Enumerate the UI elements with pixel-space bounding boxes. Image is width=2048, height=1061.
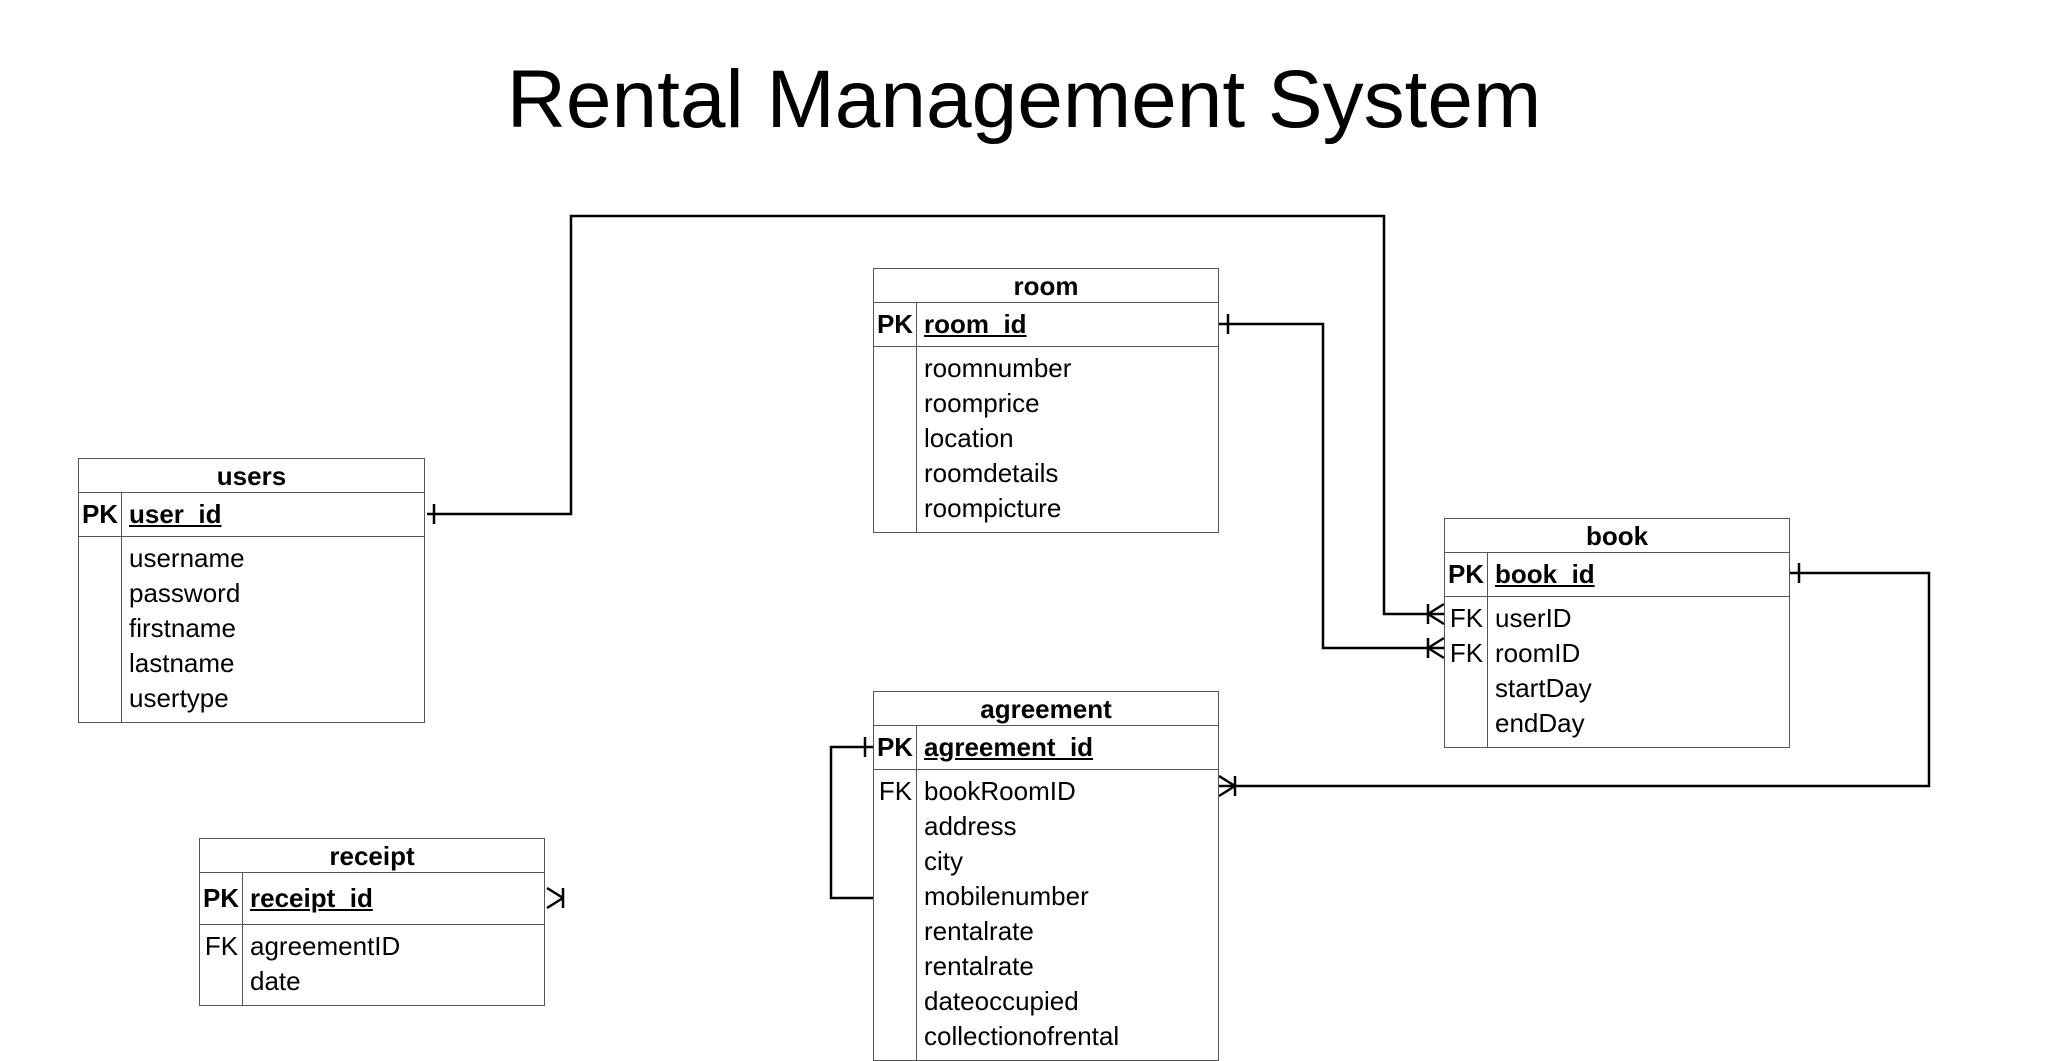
attribute-row: location [874, 421, 1218, 456]
rel-room-book [1219, 314, 1445, 660]
attribute-name: roomdetails [924, 458, 1059, 488]
attribute-name: usertype [129, 683, 229, 713]
pk-label: PK [1445, 553, 1488, 596]
attribute-row: roomnumber [874, 351, 1218, 386]
attribute-name: userID [1495, 603, 1572, 633]
attribute-name: location [924, 423, 1014, 453]
attribute-row: username [79, 541, 424, 576]
entity-name: agreement [874, 692, 1218, 726]
pk-name: book_id [1495, 559, 1595, 589]
attribute-name: roomprice [924, 388, 1040, 418]
entity-users[interactable]: users PK user_id username password first… [78, 458, 425, 723]
attribute-list: roomnumber roomprice location roomdetail… [874, 347, 1218, 532]
attribute-row: city [874, 844, 1218, 879]
entity-room[interactable]: room PK room_id roomnumber roomprice loc… [873, 268, 1219, 533]
pk-label: PK [79, 493, 122, 536]
attribute-row: firstname [79, 611, 424, 646]
attribute-list: FK userID FK roomID startDay endDay [1445, 597, 1789, 747]
entity-agreement[interactable]: agreement PK agreement_id FK bookRoomID a… [873, 691, 1219, 1061]
key-label: FK [878, 776, 913, 806]
attribute-row: roomprice [874, 386, 1218, 421]
pk-row: PK room_id [874, 303, 1218, 347]
entity-book[interactable]: book PK book_id FK userID FK roomID startD… [1444, 518, 1790, 748]
attribute-name: firstname [129, 613, 236, 643]
attribute-name: rentalrate [924, 916, 1034, 946]
attribute-name: mobilenumber [924, 881, 1089, 911]
attribute-row: roompicture [874, 491, 1218, 526]
attribute-name: lastname [129, 648, 235, 678]
attribute-name: endDay [1495, 708, 1585, 738]
attribute-row: FK userID [1445, 601, 1789, 636]
pk-label: PK [874, 726, 917, 769]
attribute-name: bookRoomID [924, 776, 1076, 806]
pk-label: PK [874, 303, 917, 346]
attribute-row: endDay [1445, 706, 1789, 741]
rel-users-book [427, 214, 1445, 626]
attribute-name: dateoccupied [924, 986, 1079, 1016]
attribute-name: city [924, 846, 963, 876]
entity-name: book [1445, 519, 1789, 553]
attribute-name: collectionofrental [924, 1021, 1120, 1051]
pk-label: PK [200, 873, 243, 924]
attribute-row: lastname [79, 646, 424, 681]
pk-row: PK user_id [79, 493, 424, 537]
attribute-name: roomnumber [924, 353, 1072, 383]
attribute-row: collectionofrental [874, 1019, 1218, 1054]
attribute-list: FK bookRoomID address city mobilenumber r… [874, 770, 1218, 1060]
pk-name: user_id [129, 499, 222, 529]
attribute-row: rentalrate [874, 949, 1218, 984]
entity-name: receipt [200, 839, 544, 873]
rel-book-agreement [1218, 563, 1931, 798]
key-label: FK [1449, 603, 1484, 633]
attribute-row: password [79, 576, 424, 611]
attribute-row: FK agreementID [200, 929, 544, 964]
attribute-row: startDay [1445, 671, 1789, 706]
diagram-title: Rental Management System [506, 54, 1542, 145]
attribute-list: FK agreementID date [200, 925, 544, 1005]
attribute-row: FK roomID [1445, 636, 1789, 671]
attribute-row: date [200, 964, 544, 999]
entity-name: users [79, 459, 424, 493]
attribute-name: address [924, 811, 1017, 841]
pk-name: receipt_id [250, 883, 373, 913]
attribute-row: rentalrate [874, 914, 1218, 949]
attribute-row: roomdetails [874, 456, 1218, 491]
attribute-row: FK bookRoomID [874, 774, 1218, 809]
pk-name: room_id [924, 309, 1027, 339]
entity-name: room [874, 269, 1218, 303]
attribute-name: startDay [1495, 673, 1592, 703]
pk-row: PK receipt_id [200, 873, 544, 925]
attribute-list: username password firstname lastname use… [79, 537, 424, 722]
attribute-name: password [129, 578, 241, 608]
pk-name: agreement_id [924, 732, 1094, 762]
attribute-name: date [250, 966, 301, 996]
attribute-row: address [874, 809, 1218, 844]
attribute-row: mobilenumber [874, 879, 1218, 914]
attribute-name: rentalrate [924, 951, 1034, 981]
attribute-name: agreementID [250, 931, 401, 961]
attribute-row: usertype [79, 681, 424, 716]
pk-row: PK agreement_id [874, 726, 1218, 770]
rel-agreement-receipt [546, 737, 874, 910]
key-label: FK [204, 931, 239, 961]
attribute-name: username [129, 543, 245, 573]
key-label: FK [1449, 638, 1484, 668]
pk-row: PK book_id [1445, 553, 1789, 597]
attribute-name: roompicture [924, 493, 1062, 523]
entity-receipt[interactable]: receipt PK receipt_id FK agreementID date [199, 838, 545, 1006]
attribute-name: roomID [1495, 638, 1581, 668]
attribute-row: dateoccupied [874, 984, 1218, 1019]
